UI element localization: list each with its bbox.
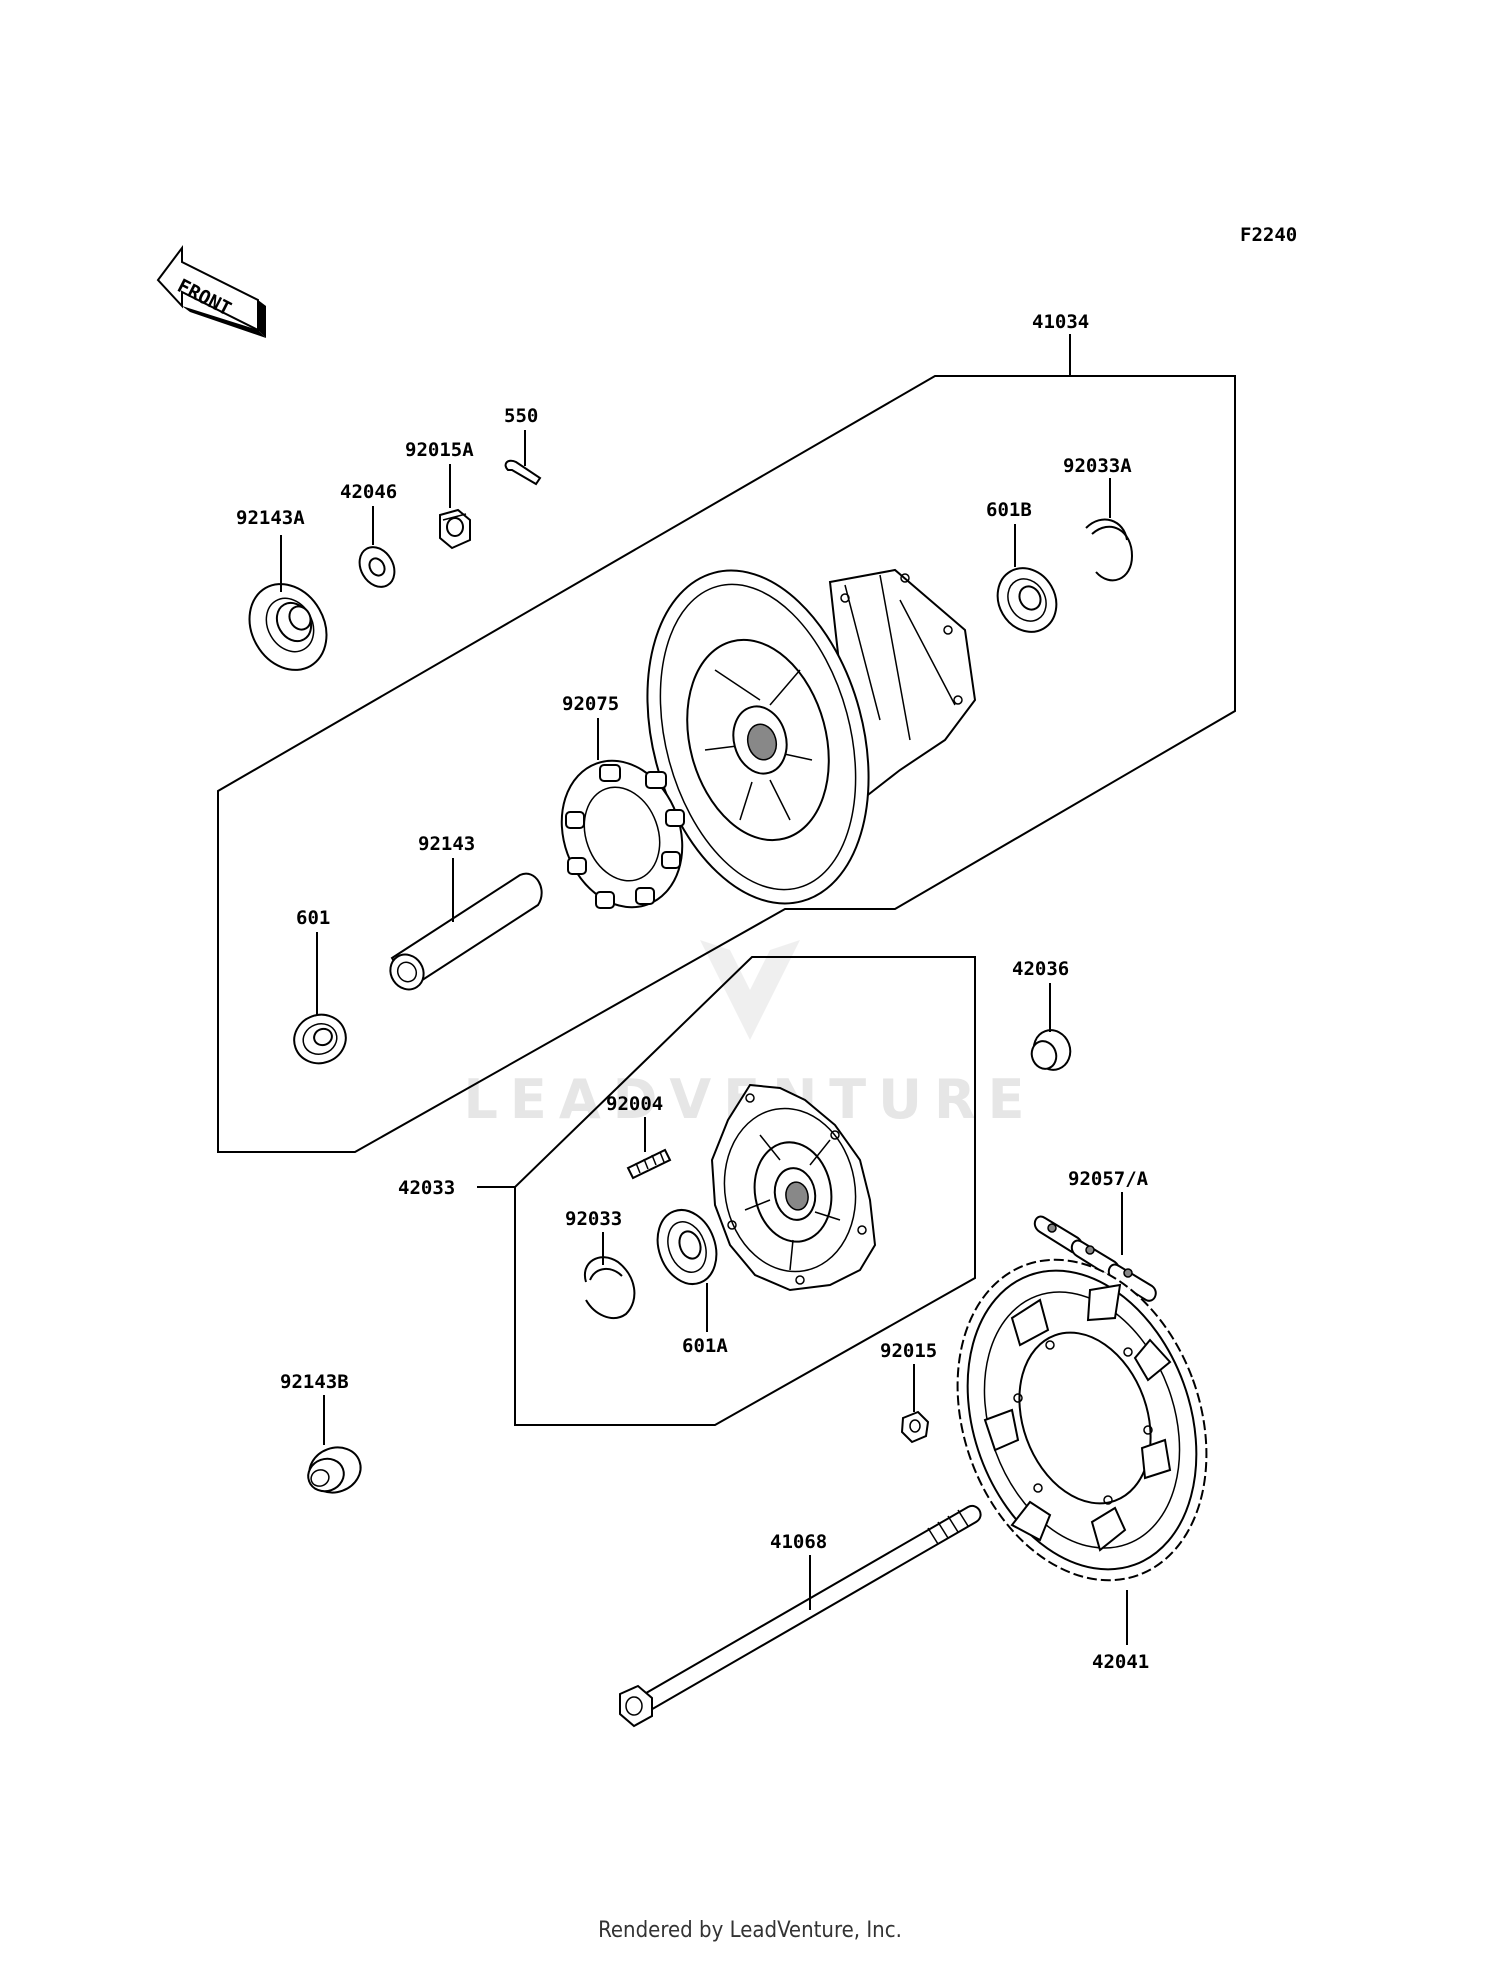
axle-41068 bbox=[619, 1504, 982, 1728]
front-arrow-icon: FRONT bbox=[156, 245, 266, 338]
bearing-601 bbox=[293, 1013, 347, 1065]
nut-92015 bbox=[900, 1410, 930, 1444]
collar-42036 bbox=[1030, 1029, 1072, 1071]
cotter-pin-550 bbox=[504, 459, 542, 486]
damper-92075 bbox=[560, 759, 685, 909]
wheel-hub bbox=[646, 568, 977, 905]
spacer-tube-92143 bbox=[389, 872, 543, 991]
wheel-assembly-outline bbox=[217, 375, 1236, 1153]
label-92143: 92143 bbox=[418, 833, 475, 855]
washer-42046 bbox=[358, 546, 396, 588]
label-92057a: 92057/A bbox=[1068, 1168, 1149, 1190]
circlip-92033 bbox=[583, 1256, 636, 1319]
sprocket-hub bbox=[710, 1083, 877, 1292]
label-42046: 42046 bbox=[340, 481, 397, 503]
label-41034: 41034 bbox=[1032, 311, 1089, 333]
bearing-601a bbox=[656, 1209, 718, 1285]
label-601b: 601B bbox=[986, 499, 1032, 521]
label-42033: 42033 bbox=[398, 1177, 455, 1199]
circlip-92033a bbox=[1085, 518, 1134, 582]
stud-92004 bbox=[626, 1148, 672, 1180]
diagram-code: F2240 bbox=[1240, 224, 1297, 246]
label-41068: 41068 bbox=[770, 1531, 827, 1553]
label-42036: 42036 bbox=[1012, 958, 1069, 980]
chain-92057a bbox=[1033, 1215, 1157, 1302]
label-550: 550 bbox=[504, 405, 538, 427]
label-92033a: 92033A bbox=[1063, 455, 1132, 477]
collar-cap-92143a bbox=[248, 583, 328, 671]
label-601: 601 bbox=[296, 907, 330, 929]
label-42041: 42041 bbox=[1092, 1651, 1149, 1673]
label-92033: 92033 bbox=[565, 1208, 622, 1230]
collar-92143b bbox=[307, 1446, 362, 1494]
label-92015: 92015 bbox=[880, 1340, 937, 1362]
label-92143b: 92143B bbox=[280, 1371, 349, 1393]
label-92075: 92075 bbox=[562, 693, 619, 715]
label-92004: 92004 bbox=[606, 1093, 663, 1115]
castle-nut-92015a bbox=[439, 508, 471, 550]
label-92015a: 92015A bbox=[405, 439, 474, 461]
label-601a: 601A bbox=[682, 1335, 728, 1357]
label-92143a: 92143A bbox=[236, 507, 305, 529]
bearing-601b bbox=[996, 567, 1058, 633]
footer-credit: Rendered by LeadVenture, Inc. bbox=[598, 1918, 902, 1943]
sprocket-42041 bbox=[956, 1258, 1208, 1582]
